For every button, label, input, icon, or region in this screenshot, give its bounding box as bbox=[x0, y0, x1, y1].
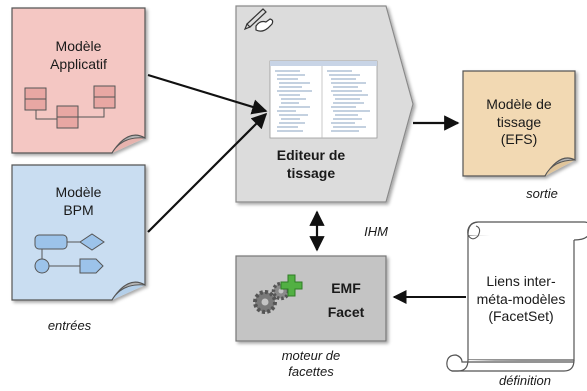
caption-sortie: sortie bbox=[526, 186, 558, 201]
caption-entrees: entrées bbox=[47, 318, 92, 333]
caption-moteur-facettes: moteur de facettes bbox=[281, 348, 341, 380]
arrow-applicatif-to-editor bbox=[147, 73, 268, 115]
document-modele-applicatif bbox=[11, 7, 146, 154]
gears-plus-icon bbox=[253, 274, 303, 314]
pen-hand-icon bbox=[243, 8, 274, 32]
label-emf-facet: EMF Facet bbox=[327, 280, 365, 320]
caption-definition: définition bbox=[498, 373, 552, 388]
scroll-facetset bbox=[446, 221, 587, 372]
label-modele-applicatif: Modèle Applicatif bbox=[50, 38, 107, 72]
document-shape bbox=[11, 7, 146, 154]
label-editeur-tissage: Editeur de tissage bbox=[276, 147, 346, 181]
arrow-bpm-to-editor bbox=[147, 112, 268, 233]
caption-ihm: IHM bbox=[364, 224, 388, 239]
editor-screenshot-thumbnail bbox=[269, 60, 378, 139]
label-liens-facetset: Liens inter- méta-modèles (FacetSet) bbox=[476, 273, 566, 324]
class-diagram-icon bbox=[24, 85, 116, 129]
document-modele-tissage bbox=[462, 70, 576, 177]
bpm-process-icon bbox=[34, 233, 105, 274]
label-modele-bpm: Modèle BPM bbox=[55, 184, 102, 218]
label-modele-tissage: Modèle de tissage (EFS) bbox=[486, 96, 552, 147]
